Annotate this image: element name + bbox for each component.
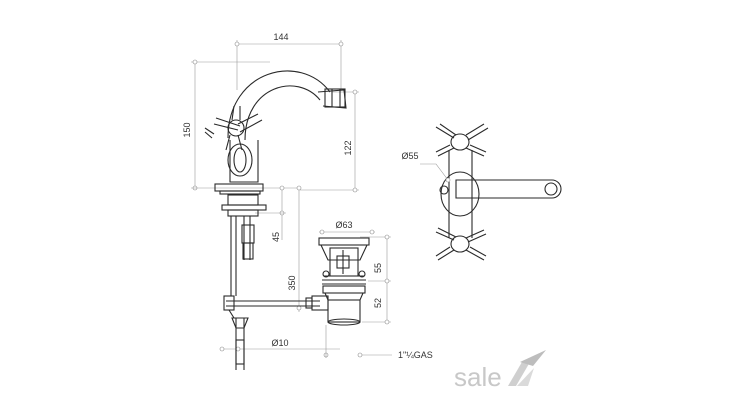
dimension-lines: [191, 40, 392, 358]
label-height-122: 122: [343, 140, 353, 155]
label-dim-45: 45: [271, 232, 281, 242]
label-width-144: 144: [273, 32, 288, 42]
faucet-side-view: [204, 70, 347, 370]
label-diameter-63: Ø63: [335, 220, 352, 230]
brand-logo: sale: [454, 350, 546, 392]
faucet-top-view: [420, 123, 562, 261]
top-cross-handle: [435, 123, 489, 157]
label-height-150: 150: [182, 122, 192, 137]
bottom-cross-handle: [435, 227, 487, 261]
logo-mark-icon: [508, 350, 546, 386]
label-diameter-10: Ø10: [271, 338, 288, 348]
label-dim-52: 52: [373, 298, 383, 308]
label-dim-55: 55: [373, 263, 383, 273]
label-diameter-55: Ø55: [401, 151, 418, 161]
label-dim-350: 350: [287, 275, 297, 290]
dimension-labels: 144 150 122 45 350 Ø10 Ø63 55 52 Ø55 1"¼…: [182, 32, 433, 360]
label-gas-thread: 1"¼GAS: [398, 350, 433, 360]
logo-text: sale: [454, 362, 502, 392]
pop-up-waste: [305, 237, 370, 326]
